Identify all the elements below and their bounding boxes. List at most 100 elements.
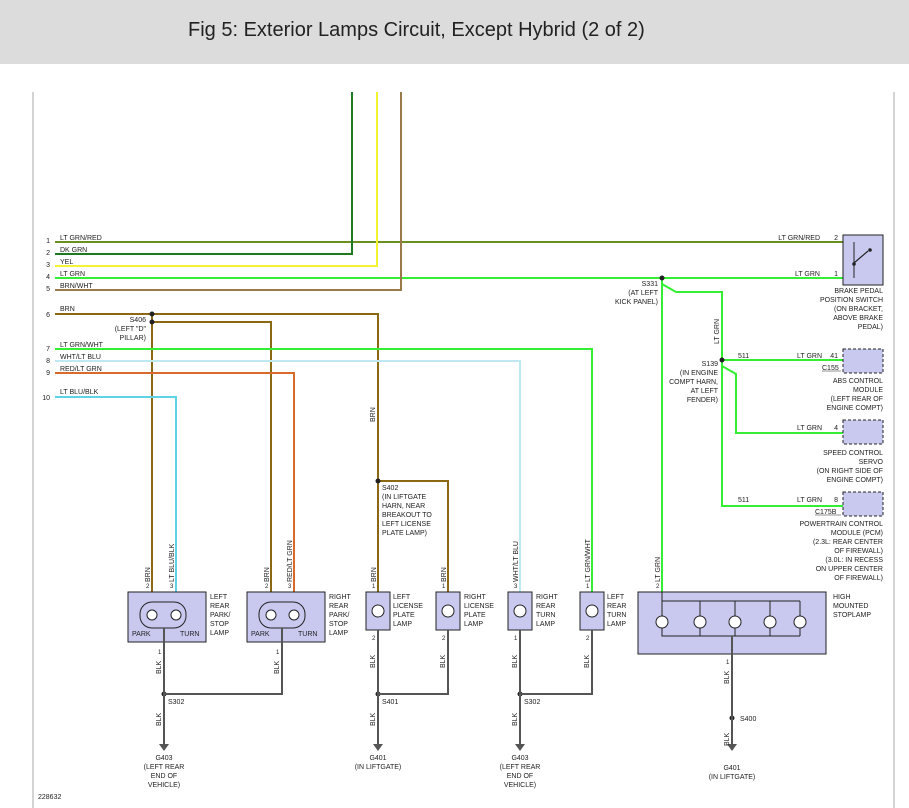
- svg-text:2: 2: [372, 636, 376, 642]
- svg-text:LT GRN: LT GRN: [655, 557, 662, 582]
- svg-text:ON UPPER CENTER: ON UPPER CENTER: [816, 566, 883, 573]
- svg-text:(ON BRACKET,: (ON BRACKET,: [834, 306, 883, 313]
- svg-text:RIGHT: RIGHT: [329, 594, 352, 601]
- svg-text:MOUNTED: MOUNTED: [833, 603, 868, 610]
- svg-text:BLK: BLK: [724, 732, 731, 746]
- svg-text:LAMP: LAMP: [607, 621, 626, 628]
- svg-text:BLK: BLK: [156, 712, 163, 726]
- svg-text:STOPLAMP: STOPLAMP: [833, 612, 871, 619]
- svg-text:BRN: BRN: [145, 567, 152, 582]
- svg-text:3: 3: [170, 584, 174, 590]
- wire-pin: 9: [46, 370, 50, 377]
- splice-labels: S302 S401 S302 S400: [168, 699, 756, 723]
- svg-text:LEFT LICENSE: LEFT LICENSE: [382, 521, 431, 528]
- lt-grn-vertical-label: LT GRN: [714, 319, 721, 344]
- svg-text:LT GRN: LT GRN: [797, 353, 822, 360]
- svg-text:BLK: BLK: [512, 654, 519, 668]
- svg-text:SERVO: SERVO: [859, 459, 884, 466]
- svg-text:PLATE: PLATE: [393, 612, 415, 619]
- brake-pin-1: 1: [834, 271, 838, 278]
- svg-text:BRAKE PEDAL: BRAKE PEDAL: [834, 288, 883, 295]
- svg-text:LAMP: LAMP: [329, 630, 348, 637]
- svg-text:REAR: REAR: [607, 603, 626, 610]
- wire-lt-grn-pcm: [661, 283, 843, 507]
- svg-text:END OF: END OF: [151, 773, 177, 780]
- svg-text:ABS CONTROL: ABS CONTROL: [833, 378, 883, 385]
- svg-text:1: 1: [586, 584, 590, 590]
- wire-pin: 3: [46, 262, 50, 269]
- svg-text:LT GRN: LT GRN: [797, 497, 822, 504]
- ground-symbols: [159, 744, 737, 751]
- svg-text:1: 1: [276, 650, 280, 656]
- wire-pin: 8: [46, 358, 50, 365]
- speed-control-servo: LT GRN 4 SPEED CONTROL SERVO (ON RIGHT S…: [797, 419, 884, 484]
- splice-s139: [719, 357, 725, 363]
- wire-lt-grn-servo: [721, 365, 843, 434]
- svg-text:(LEFT REAR OF: (LEFT REAR OF: [831, 396, 883, 403]
- svg-text:S402: S402: [382, 485, 398, 492]
- s139-label: S139 (IN ENGINE COMPT HARN, AT LEFT FEND…: [669, 361, 719, 404]
- wire-brn: [55, 313, 379, 592]
- svg-text:STOP: STOP: [329, 621, 348, 628]
- svg-text:3: 3: [514, 584, 518, 590]
- powertrain-control-module: 511 LT GRN 8 C175B POWERTRAIN CONTROL MO…: [738, 491, 884, 582]
- svg-text:REAR: REAR: [210, 603, 229, 610]
- svg-text:PARK: PARK: [132, 631, 151, 638]
- svg-text:BLK: BLK: [724, 670, 731, 684]
- svg-text:PLATE: PLATE: [464, 612, 486, 619]
- blk-labels: BLK BLK BLK BLK BLK BLK BLK BLK BLK BLK …: [156, 654, 731, 746]
- svg-text:BRN: BRN: [264, 567, 271, 582]
- brake-wire-label: LT GRN/RED: [778, 235, 820, 242]
- svg-text:BRN: BRN: [441, 567, 448, 582]
- svg-text:BLK: BLK: [512, 712, 519, 726]
- svg-text:(IN LIFTGATE: (IN LIFTGATE: [382, 494, 427, 501]
- abs-control-module: 511 LT GRN 41 C155 ABS CONTROL MODULE (L…: [738, 348, 884, 412]
- svg-text:1: 1: [514, 636, 518, 642]
- svg-text:MODULE: MODULE: [853, 387, 883, 394]
- svg-text:LT GRN/WHT: LT GRN/WHT: [585, 538, 592, 582]
- svg-text:REAR: REAR: [536, 603, 555, 610]
- svg-text:ENGINE COMPT): ENGINE COMPT): [827, 405, 883, 412]
- brake-pedal-switch: LT GRN/RED 2 LT GRN 1 BRAKE PEDAL POSITI…: [778, 234, 884, 331]
- svg-text:MODULE (PCM): MODULE (PCM): [831, 530, 883, 537]
- svg-text:G403: G403: [155, 755, 172, 762]
- svg-text:RIGHT: RIGHT: [464, 594, 487, 601]
- harness-wire-labels: 1 LT GRN/RED 2 DK GRN 3 YEL 4 LT GRN 5 B…: [42, 235, 103, 402]
- svg-text:PARK/: PARK/: [210, 612, 231, 619]
- svg-text:2: 2: [656, 584, 660, 590]
- svg-text:LT BLU/BLK: LT BLU/BLK: [169, 543, 176, 582]
- svg-text:S401: S401: [382, 699, 398, 706]
- svg-text:LICENSE: LICENSE: [393, 603, 423, 610]
- svg-text:BLK: BLK: [584, 654, 591, 668]
- svg-text:2: 2: [146, 584, 150, 590]
- wire-lt-blu-blk: [55, 396, 177, 592]
- svg-text:1: 1: [442, 584, 446, 590]
- svg-text:OF FIREWALL): OF FIREWALL): [834, 548, 883, 555]
- wire-pin: 1: [46, 238, 50, 245]
- svg-text:POSITION SWITCH: POSITION SWITCH: [820, 297, 883, 304]
- svg-text:(IN ENGINE: (IN ENGINE: [680, 370, 718, 377]
- brake-pin-2: 2: [834, 235, 838, 242]
- svg-text:S400: S400: [740, 716, 756, 723]
- svg-text:S331: S331: [642, 281, 658, 288]
- svg-text:2: 2: [442, 636, 446, 642]
- splice-s331: [659, 275, 665, 281]
- svg-text:TURN: TURN: [180, 631, 199, 638]
- svg-text:BLK: BLK: [440, 654, 447, 668]
- splices: [149, 275, 735, 721]
- svg-text:STOP: STOP: [210, 621, 229, 628]
- svg-text:BREAKOUT TO: BREAKOUT TO: [382, 512, 432, 519]
- svg-text:(ON RIGHT SIDE OF: (ON RIGHT SIDE OF: [817, 468, 883, 475]
- svg-text:TURN: TURN: [536, 612, 555, 619]
- wire-dk-grn: [55, 92, 353, 255]
- wire-lt-grn-wht: [55, 348, 593, 592]
- svg-text:HIGH: HIGH: [833, 594, 851, 601]
- svg-text:C175B: C175B: [815, 509, 837, 516]
- svg-text:BLK: BLK: [370, 712, 377, 726]
- svg-text:HARN, NEAR: HARN, NEAR: [382, 503, 425, 510]
- svg-text:TURN: TURN: [298, 631, 317, 638]
- wire-pin: 7: [46, 346, 50, 353]
